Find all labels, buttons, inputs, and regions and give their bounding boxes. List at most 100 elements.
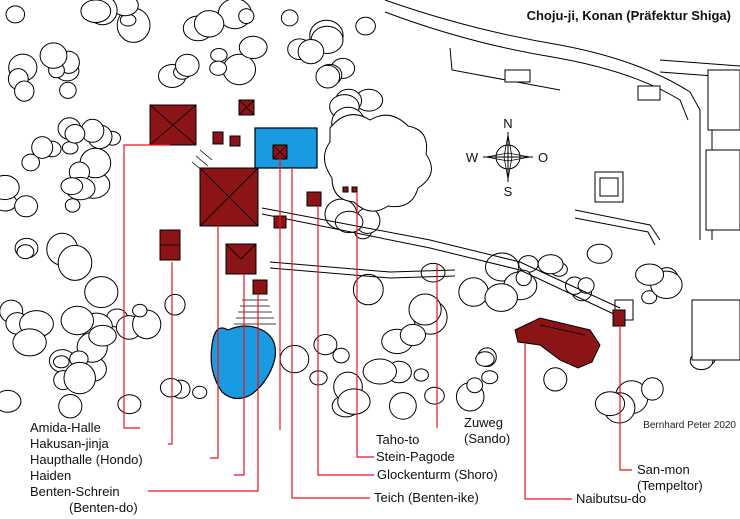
label-stein-pagode: Stein-Pagode bbox=[376, 449, 455, 464]
tree-blob bbox=[63, 361, 96, 395]
building-haupthalle bbox=[199, 167, 259, 227]
tree-blob bbox=[577, 277, 595, 294]
building-hakusan-jinja bbox=[159, 229, 181, 261]
neighborhood-buildings bbox=[504, 69, 740, 361]
tree-blob bbox=[352, 273, 384, 306]
tree-blob bbox=[518, 255, 539, 273]
tree-blob bbox=[0, 389, 22, 413]
compass-east: O bbox=[538, 150, 548, 165]
compass-north: N bbox=[503, 116, 512, 131]
building-taho-to bbox=[272, 144, 288, 160]
tree-blob bbox=[458, 277, 489, 307]
tree-blob bbox=[315, 64, 341, 89]
tree-blob bbox=[14, 80, 35, 102]
tree-blob bbox=[16, 244, 35, 260]
tree-blob bbox=[475, 351, 495, 367]
label-haiden: Haiden bbox=[30, 468, 71, 483]
hedge-cluster bbox=[324, 114, 432, 212]
tree-blob bbox=[60, 305, 95, 336]
tree-blob bbox=[424, 386, 445, 405]
tree-blob bbox=[31, 136, 54, 159]
compass-south: S bbox=[504, 184, 513, 199]
tree-blob bbox=[594, 391, 626, 417]
tree-blob bbox=[515, 269, 532, 287]
tree-blob bbox=[159, 378, 183, 398]
tree-blob bbox=[543, 367, 568, 392]
tree-blob bbox=[332, 347, 350, 364]
tree-blob bbox=[586, 243, 613, 264]
building-small-a bbox=[212, 131, 224, 145]
approach-path bbox=[261, 207, 621, 317]
tree-blob bbox=[408, 293, 442, 326]
tree-blob bbox=[238, 8, 255, 25]
tree-blob bbox=[641, 290, 658, 305]
tree-blob bbox=[537, 254, 564, 275]
label-group: Amida-Halle Hakusan-jinja Haupthalle (Ho… bbox=[30, 415, 703, 515]
road-network bbox=[384, 0, 740, 246]
tree-blob bbox=[222, 53, 257, 86]
pond-benten-ike bbox=[210, 325, 277, 400]
tree-blob bbox=[466, 377, 484, 394]
tree-blob bbox=[313, 334, 338, 356]
tree-blob bbox=[57, 244, 93, 281]
compass-rose: N S W O bbox=[466, 116, 548, 199]
tree-blob bbox=[481, 370, 499, 385]
label-zuweg: Zuweg bbox=[464, 415, 503, 430]
tree-blob bbox=[53, 355, 70, 369]
tree-blob bbox=[175, 53, 200, 77]
tree-blob bbox=[362, 358, 397, 385]
tree-blob bbox=[21, 153, 41, 172]
label-sando: (Sando) bbox=[464, 431, 510, 446]
label-benten-schrein: Benten-Schrein bbox=[30, 484, 120, 499]
tree-blob bbox=[39, 42, 68, 69]
tree-blob bbox=[641, 377, 664, 401]
tree-blob bbox=[59, 81, 77, 99]
label-haupthalle: Haupthalle (Hondo) bbox=[30, 452, 143, 467]
label-glockenturm: Glockenturm (Shoro) bbox=[377, 467, 498, 482]
label-teich: Teich (Benten-ike) bbox=[374, 490, 479, 505]
tree-blob bbox=[210, 48, 228, 63]
tree-blob bbox=[635, 263, 665, 286]
building-stein-pagode bbox=[342, 186, 358, 193]
tree-blob bbox=[88, 324, 117, 347]
map-title: Choju-ji, Konan (Präfektur Shiga) bbox=[527, 8, 731, 23]
tree-blob bbox=[164, 293, 186, 316]
tree-blob bbox=[355, 16, 376, 36]
building-benten-schrein bbox=[252, 279, 268, 295]
label-benten-do: (Benten-do) bbox=[69, 500, 138, 515]
tree-blob bbox=[64, 198, 81, 213]
tree-blob bbox=[209, 60, 228, 76]
tree-blob bbox=[279, 344, 310, 374]
tree-blob bbox=[60, 177, 84, 196]
tree-blob bbox=[193, 10, 225, 38]
tree-blob bbox=[80, 0, 112, 23]
tree-blob bbox=[14, 195, 38, 218]
tree-blob bbox=[117, 394, 142, 415]
label-san-mon: San-mon bbox=[637, 462, 690, 477]
tree-blob bbox=[58, 394, 83, 419]
leader-lines bbox=[123, 144, 632, 500]
building-small-north bbox=[238, 99, 255, 116]
tree-blob bbox=[238, 35, 268, 60]
building-glockenturm bbox=[306, 191, 322, 207]
tree-blob bbox=[0, 174, 20, 201]
tree-blob bbox=[389, 392, 417, 420]
tree-blob bbox=[484, 283, 518, 312]
tree-blob bbox=[132, 303, 148, 318]
building-small-b bbox=[229, 135, 241, 147]
label-amida-halle: Amida-Halle bbox=[30, 420, 101, 435]
building-amida-halle bbox=[149, 104, 197, 146]
tree-blob bbox=[399, 323, 426, 347]
tree-blob bbox=[192, 385, 208, 399]
building-san-mon bbox=[612, 309, 626, 327]
tree-blob bbox=[5, 5, 26, 24]
tree-blob bbox=[297, 39, 325, 65]
tree-blob bbox=[64, 124, 86, 144]
tree-blob bbox=[280, 9, 299, 27]
tree-canopy bbox=[0, 0, 728, 424]
building-haiden bbox=[225, 243, 257, 275]
label-tempeltor: (Tempeltor) bbox=[637, 478, 703, 493]
label-naibutsu-do: Naibutsu-do bbox=[576, 491, 646, 506]
tree-blob bbox=[12, 328, 47, 357]
